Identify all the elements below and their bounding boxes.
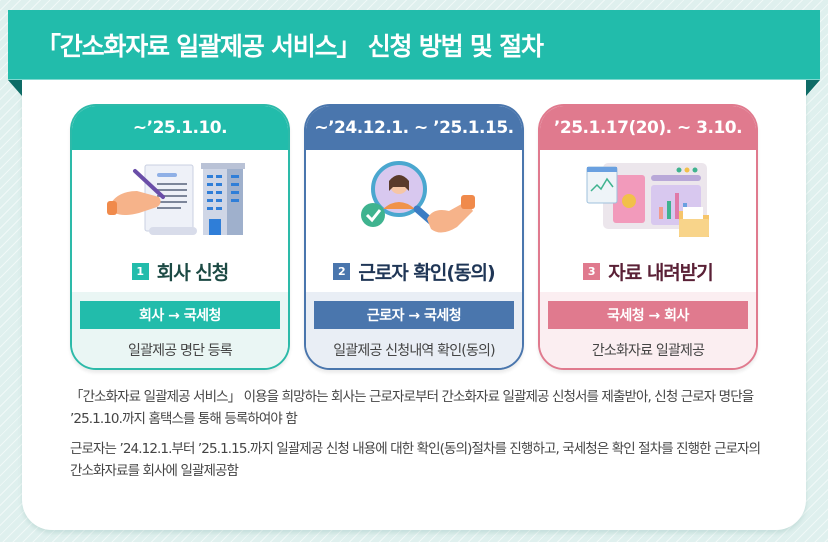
step-card-data-download: ’25.1.17(20). ~ 3.10. bbox=[538, 104, 758, 370]
banner-fold-left bbox=[8, 80, 22, 96]
step-period: ~’25.1.10. bbox=[72, 106, 288, 150]
step-period: ’25.1.17(20). ~ 3.10. bbox=[540, 106, 756, 150]
step-title: 2 근로자 확인(동의) bbox=[306, 250, 522, 292]
step-footer: 회사 → 국세청 일괄제공 명단 등록 bbox=[72, 292, 288, 368]
step-title-text: 회사 신청 bbox=[156, 261, 230, 284]
procedure-steps: ~’25.1.10. bbox=[70, 104, 758, 370]
notes: 「간소화자료 일괄제공 서비스」 이용을 희망하는 회사는 근로자로부터 간소화… bbox=[70, 386, 770, 482]
step-title-text: 근로자 확인(동의) bbox=[358, 261, 495, 284]
step-flow: 회사 → 국세청 bbox=[80, 301, 280, 329]
title-banner: 「간소화자료 일괄제공 서비스」 신청 방법 및 절차 bbox=[8, 10, 820, 80]
step-card-company-application: ~’25.1.10. bbox=[70, 104, 290, 370]
banner-fold-right bbox=[806, 80, 820, 96]
hand-writing-document-and-building-icon bbox=[72, 150, 288, 250]
step-title: 3 자료 내려받기 bbox=[540, 250, 756, 292]
step-period: ~’24.12.1. ~ ’25.1.15. bbox=[306, 106, 522, 150]
magnifier-person-check-icon bbox=[306, 150, 522, 250]
step-footer: 국세청 → 회사 간소화자료 일괄제공 bbox=[540, 292, 756, 368]
step-description: 일괄제공 신청내역 확인(동의) bbox=[333, 343, 495, 359]
step-description: 간소화자료 일괄제공 bbox=[591, 343, 705, 359]
step-number-badge: 3 bbox=[583, 262, 601, 280]
note-paragraph: 근로자는 ’24.12.1.부터 ’25.1.15.까지 일괄제공 신청 내용에… bbox=[70, 441, 761, 479]
step-card-employee-confirmation: ~’24.12.1. ~ ’25.1.15. 2 근로자 확인(동의) 근로자 … bbox=[304, 104, 524, 370]
page-title: 「간소화자료 일괄제공 서비스」 신청 방법 및 절차 bbox=[36, 31, 544, 61]
step-flow: 국세청 → 회사 bbox=[548, 301, 748, 329]
step-title: 1 회사 신청 bbox=[72, 250, 288, 292]
step-footer: 근로자 → 국세청 일괄제공 신청내역 확인(동의) bbox=[306, 292, 522, 368]
step-title-text: 자료 내려받기 bbox=[608, 261, 713, 284]
dashboard-charts-folder-icon bbox=[540, 150, 756, 250]
step-flow: 근로자 → 국세청 bbox=[314, 301, 514, 329]
note-paragraph: 「간소화자료 일괄제공 서비스」 이용을 희망하는 회사는 근로자로부터 간소화… bbox=[70, 389, 754, 427]
step-number-badge: 1 bbox=[131, 262, 149, 280]
step-number-badge: 2 bbox=[333, 262, 351, 280]
step-description: 일괄제공 명단 등록 bbox=[128, 343, 233, 359]
